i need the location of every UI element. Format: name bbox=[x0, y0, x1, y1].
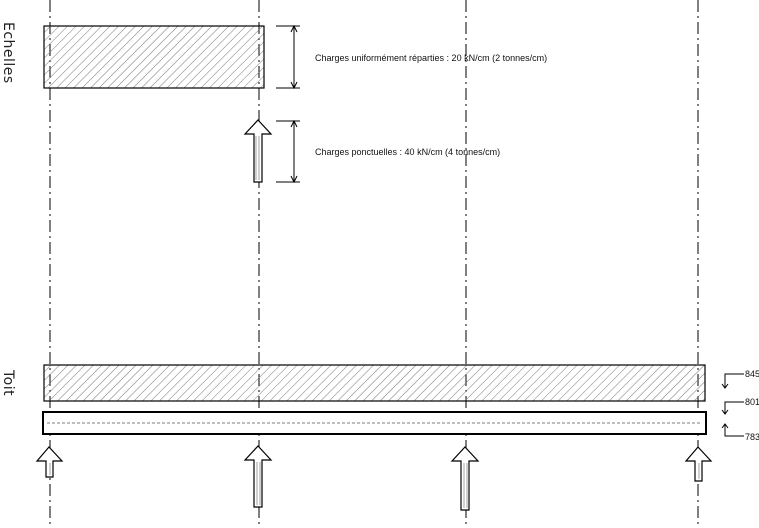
roof-slab bbox=[42, 411, 707, 435]
support-arrow-1 bbox=[35, 446, 64, 478]
support-arrow-hatch bbox=[49, 462, 700, 508]
level-arrow-845 bbox=[724, 373, 744, 388]
side-label-toit: Toit bbox=[0, 370, 16, 397]
distributed-load-sample bbox=[43, 25, 265, 89]
support-arrow-2 bbox=[243, 445, 273, 508]
point-load-sample-arrow bbox=[243, 119, 273, 183]
support-arrow-3 bbox=[450, 446, 480, 511]
level-label-783: 783 bbox=[745, 432, 759, 442]
level-arrow-783 bbox=[724, 424, 744, 437]
side-label-echelles: Echelles bbox=[0, 22, 16, 84]
level-markers bbox=[721, 373, 744, 437]
level-label-801: 801 bbox=[745, 397, 759, 407]
legend-point-text: Charges ponctuelles : 40 kN/cm (4 tonnes… bbox=[315, 147, 501, 157]
support-arrows bbox=[35, 445, 713, 511]
legend-distributed-text: Charges uniformément réparties : 20 kN/c… bbox=[315, 53, 548, 63]
level-label-845: 845 bbox=[745, 369, 759, 379]
roof-distributed-load bbox=[43, 364, 706, 402]
point-load-bracket bbox=[276, 119, 300, 184]
support-arrow-4 bbox=[684, 446, 713, 482]
distributed-load-bracket bbox=[276, 24, 300, 90]
level-arrow-801 bbox=[724, 401, 744, 414]
